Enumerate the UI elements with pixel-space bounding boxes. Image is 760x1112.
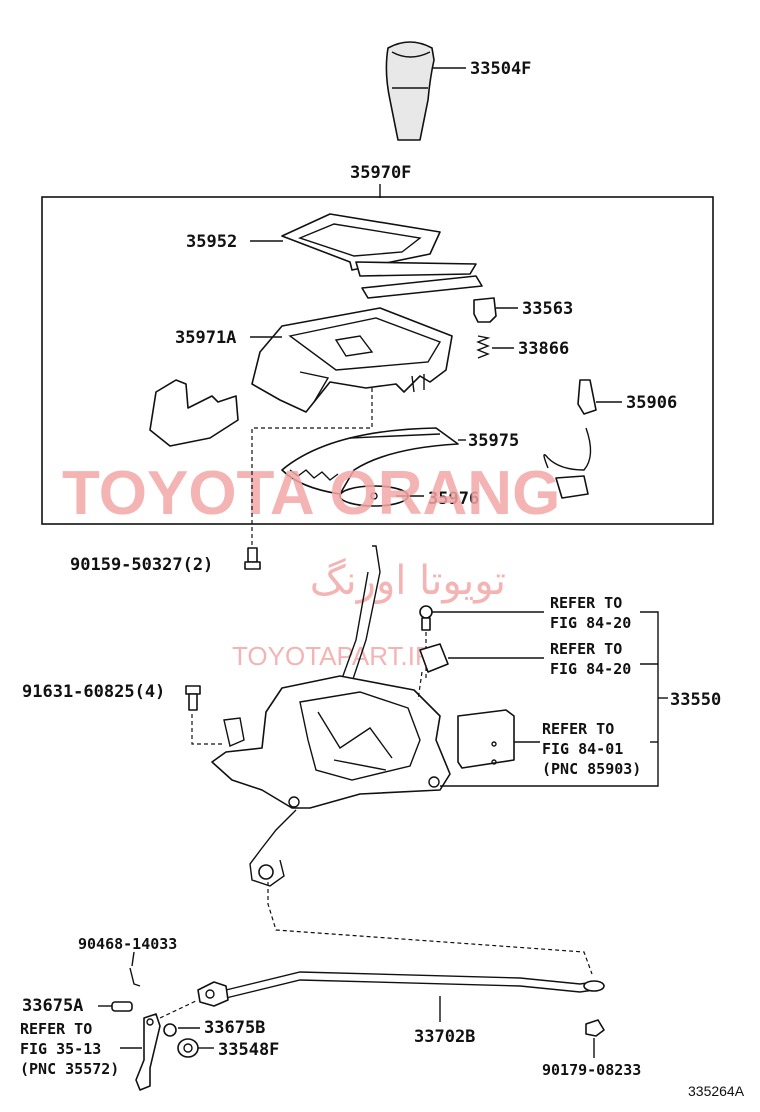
label-knob: 33504F <box>470 59 531 79</box>
label-lower-bolt: 91631-60825(4) <box>22 682 165 702</box>
indicator-plate <box>281 427 466 495</box>
label-washer: 33675B <box>204 1018 265 1038</box>
label-indicator-plate: 35975 <box>468 431 519 451</box>
ref4-line3: (PNC 35572) <box>20 1060 119 1078</box>
ref4-line2: FIG 35-13 <box>20 1040 101 1058</box>
washer <box>163 1023 200 1037</box>
label-slide-plate: 35976 <box>428 489 479 509</box>
lower-bolt <box>185 685 224 745</box>
shift-lever-assembly <box>211 545 451 887</box>
ref3-line3: (PNC 85903) <box>542 760 641 778</box>
ref4-line1: REFER TO <box>20 1020 92 1038</box>
label-stopper: 33563 <box>522 299 573 319</box>
figure-id: 335264A <box>688 1083 745 1099</box>
cover-bracket <box>149 379 239 447</box>
pin <box>98 1001 133 1012</box>
spring <box>476 335 514 359</box>
console-panel <box>281 213 477 277</box>
label-panel: 35952 <box>186 232 237 252</box>
watermark-url: TOYOTAPART.IR <box>232 641 434 671</box>
switch-sensor <box>543 379 622 499</box>
label-pin: 33675A <box>22 996 83 1016</box>
leader-control-rod <box>267 882 593 975</box>
console-housing <box>251 307 453 413</box>
ref3-line1: REFER TO <box>542 720 614 738</box>
label-shift-lever-assy: 33550 <box>670 690 721 710</box>
label-upper-bolt: 90159-50327(2) <box>70 555 213 575</box>
ref2-line2: FIG 84-20 <box>550 660 631 678</box>
lower-lever <box>135 999 199 1091</box>
watermark-brand-fa: تویوتا اورنگ <box>310 558 506 604</box>
slide-plate <box>339 485 424 507</box>
label-housing: 35971A <box>175 328 236 348</box>
ref-bolt <box>419 605 544 680</box>
label-console-assy: 35970F <box>350 163 411 183</box>
ref-bracket <box>417 643 544 701</box>
bushing <box>177 1038 214 1058</box>
group-bracket-33550 <box>440 611 659 787</box>
upper-bolt <box>244 547 261 570</box>
label-control-rod: 33702B <box>414 1027 475 1047</box>
ref2-line1: REFER TO <box>550 640 622 658</box>
clip <box>129 951 141 987</box>
console-assembly-frame <box>41 196 714 525</box>
control-module <box>457 709 540 769</box>
stopper <box>473 297 518 323</box>
nut <box>585 1019 605 1058</box>
slide-strip <box>361 275 483 299</box>
watermark-brand: TOYOTA ORANG <box>62 459 560 528</box>
ref1-line2: FIG 84-20 <box>550 614 631 632</box>
ref3-line2: FIG 84-01 <box>542 740 623 758</box>
label-switch-sensor: 35906 <box>626 393 677 413</box>
ref1-line1: REFER TO <box>550 594 622 612</box>
label-clip: 90468-14033 <box>78 935 177 953</box>
label-bushing: 33548F <box>218 1040 279 1060</box>
label-nut: 90179-08233 <box>542 1061 641 1079</box>
leader-upper-bolt <box>251 388 373 546</box>
control-rod <box>197 971 605 1022</box>
shift-knob <box>385 41 466 141</box>
label-spring: 33866 <box>518 339 569 359</box>
